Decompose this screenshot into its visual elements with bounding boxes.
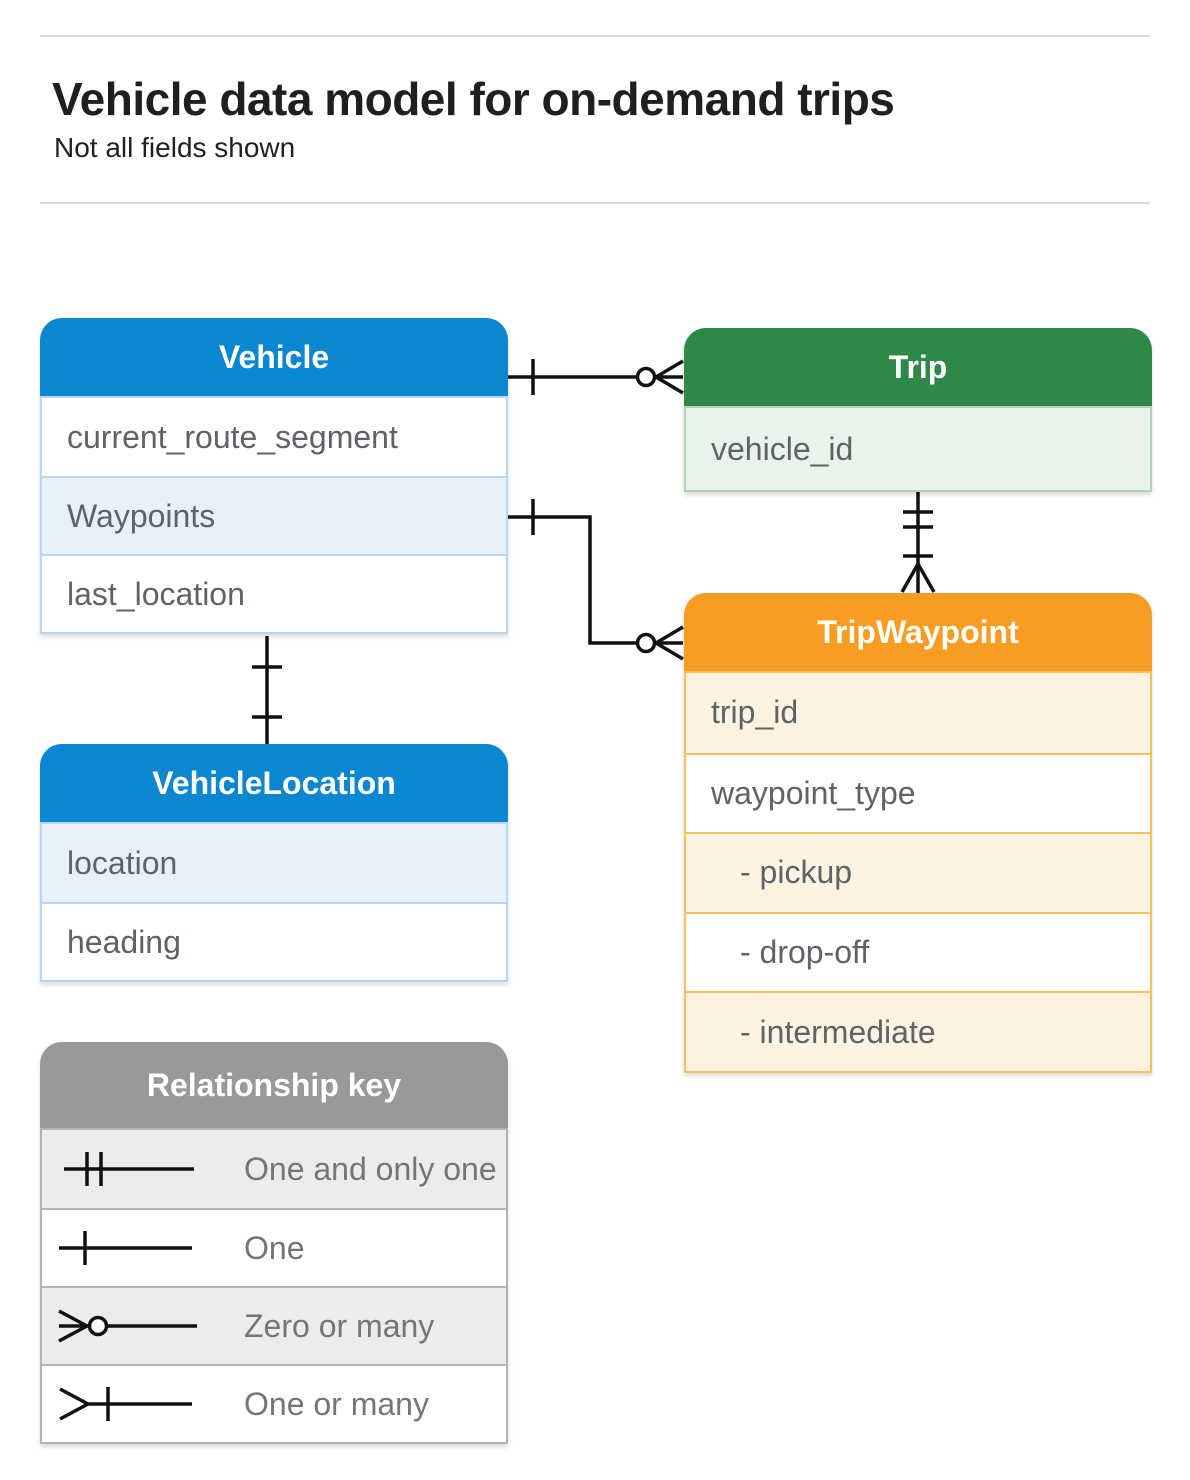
legend-row-zero-or-many: Zero or many — [42, 1286, 506, 1364]
field-row-current-route-segment: current_route_segment — [42, 398, 506, 476]
entity-vehicle: Vehicle current_route_segment Waypoints … — [40, 318, 508, 634]
field-row-heading: heading — [42, 902, 506, 980]
zero-or-many-symbol — [58, 1309, 197, 1343]
field-row-waypoints: Waypoints — [42, 476, 506, 554]
relationship-key-title: Relationship key — [146, 1066, 402, 1103]
second-divider — [40, 202, 1150, 204]
field-row-drop-off: - drop-off — [686, 911, 1150, 992]
field-row-trip-id: trip_id — [686, 673, 1150, 753]
legend-label: Zero or many — [244, 1307, 435, 1344]
legend-label: One and only one — [244, 1150, 497, 1187]
entity-vehicle-header: Vehicle — [40, 318, 508, 396]
field-label: current_route_segment — [67, 418, 398, 455]
entity-vehiclelocation: VehicleLocation location heading — [40, 744, 508, 982]
entity-trip: Trip vehicle_id — [684, 328, 1152, 492]
entity-tripwaypoint: TripWaypoint trip_id waypoint_type - pic… — [684, 593, 1152, 1073]
entity-vehiclelocation-title: VehicleLocation — [152, 764, 396, 801]
field-row-vehicle-id: vehicle_id — [686, 408, 1150, 490]
connector-vehicle-vehiclelocation — [252, 636, 282, 744]
field-label: location — [67, 844, 178, 881]
legend-row-one: One — [42, 1208, 506, 1286]
field-label: Waypoints — [67, 497, 216, 534]
legend-row-one-and-only-one: One and only one — [42, 1130, 506, 1208]
field-label: heading — [67, 923, 181, 960]
field-label: waypoint_type — [711, 774, 916, 811]
legend-label: One — [244, 1229, 305, 1266]
field-label: - drop-off — [740, 934, 870, 971]
entity-vehicle-title: Vehicle — [218, 338, 330, 375]
page-title: Vehicle data model for on-demand trips — [52, 73, 895, 125]
connector-vehicle-trip — [508, 359, 684, 395]
field-label: - pickup — [740, 854, 853, 891]
connector-waypoints-tripwaypoint — [508, 499, 684, 661]
field-row-last-location: last_location — [42, 554, 506, 632]
connector-trip-tripwaypoint — [900, 490, 936, 593]
field-row-intermediate: - intermediate — [686, 991, 1150, 1071]
one-symbol — [59, 1231, 192, 1265]
field-label: - intermediate — [740, 1013, 936, 1050]
relationship-key: Relationship key One and only one One — [40, 1042, 508, 1444]
entity-trip-header: Trip — [684, 328, 1152, 406]
relationship-key-header: Relationship key — [40, 1042, 508, 1128]
field-label: trip_id — [711, 694, 799, 731]
field-row-location: location — [42, 824, 506, 902]
legend-row-one-or-many: One or many — [42, 1364, 506, 1442]
field-row-pickup: - pickup — [686, 832, 1150, 912]
field-label: last_location — [67, 575, 245, 612]
entity-trip-title: Trip — [888, 348, 948, 385]
field-label: vehicle_id — [711, 430, 854, 467]
one-and-only-one-symbol — [64, 1152, 194, 1186]
top-divider — [40, 35, 1150, 37]
entity-tripwaypoint-header: TripWaypoint — [684, 593, 1152, 671]
field-row-waypoint-type: waypoint_type — [686, 752, 1150, 833]
entity-vehiclelocation-header: VehicleLocation — [40, 744, 508, 822]
entity-tripwaypoint-title: TripWaypoint — [817, 613, 1019, 650]
legend-label: One or many — [244, 1385, 429, 1422]
page-subtitle: Not all fields shown — [54, 132, 296, 163]
one-or-many-symbol — [59, 1387, 192, 1421]
